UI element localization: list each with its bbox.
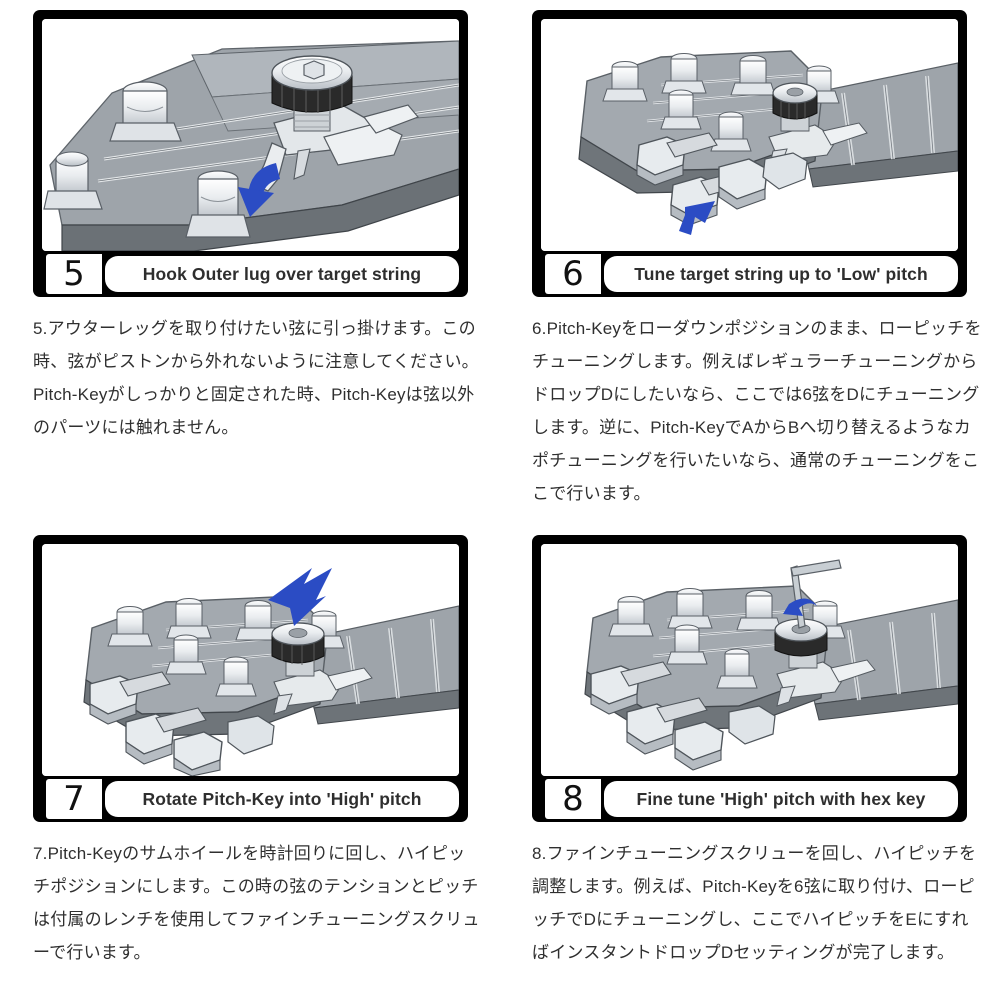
step-body-8: 8.ファインチューニングスクリューを回し、ハイピッチを調整します。例えば、Pit… — [532, 837, 984, 969]
tuner-post-left — [109, 81, 182, 142]
step-body-6: 6.Pitch-Keyをローダウンポジションのまま、ローピッチをチューニングしま… — [532, 312, 984, 510]
caption-bar-6: 6 Tune target string up to 'Low' pitch — [541, 251, 958, 297]
step-number-7: 7 — [46, 779, 102, 819]
illustration-7 — [42, 544, 459, 776]
pitch-key-device — [768, 82, 868, 170]
step-body-text-8: 8.ファインチューニングスクリューを回し、ハイピッチを調整します。例えば、Pit… — [532, 844, 977, 962]
blue-arrow-icon — [268, 568, 332, 626]
tuner-post-far-left — [43, 151, 103, 210]
step-caption-7: Rotate Pitch-Key into 'High' pitch — [105, 781, 459, 817]
illustration-8 — [541, 544, 958, 776]
figure-frame-8: 8 Fine tune 'High' pitch with hex key — [532, 535, 967, 822]
blue-arrow-icon — [679, 201, 715, 235]
figure-frame-6: 6 Tune target string up to 'Low' pitch — [532, 10, 967, 297]
panel-8: 8 Fine tune 'High' pitch with hex key 8.… — [500, 525, 1000, 1000]
headstock-rotate-illustration — [42, 544, 459, 776]
step-caption-8: Fine tune 'High' pitch with hex key — [604, 781, 958, 817]
caption-bar-7: 7 Rotate Pitch-Key into 'High' pitch — [42, 776, 459, 822]
step-number-6: 6 — [545, 254, 601, 294]
panel-5: 5 Hook Outer lug over target string 5.アウ… — [0, 0, 500, 525]
illustration-5 — [42, 19, 459, 251]
blue-arrow-icon — [238, 163, 280, 217]
step-number-5: 5 — [46, 254, 102, 294]
tuning-machine-buttons — [89, 671, 275, 776]
tuner-post-bottom — [185, 170, 251, 238]
caption-bar-5: 5 Hook Outer lug over target string — [42, 251, 459, 297]
pitch-key-device — [271, 622, 373, 715]
pitch-key-device — [774, 618, 876, 707]
step-body-5: 5.アウターレッグを取り付けたい弦に引っ掛けます。この時、弦がピストンから外れな… — [33, 312, 481, 444]
headstock-full-illustration — [541, 19, 958, 251]
step-body-text-7: 7.Pitch-Keyのサムホイールを時計回りに回し、ハイピッチポジションにしま… — [33, 844, 480, 962]
step-body-text-6: 6.Pitch-Keyをローダウンポジションのまま、ローピッチをチューニングしま… — [532, 319, 982, 503]
illustration-6 — [541, 19, 958, 251]
panel-7: 7 Rotate Pitch-Key into 'High' pitch 7.P… — [0, 525, 500, 1000]
blue-arrow-icon — [783, 598, 817, 616]
figure-frame-5: 5 Hook Outer lug over target string — [33, 10, 468, 297]
pitch-key-device — [253, 55, 419, 192]
panel-6: 6 Tune target string up to 'Low' pitch 6… — [500, 0, 1000, 525]
step-caption-5: Hook Outer lug over target string — [105, 256, 459, 292]
step-body-text-5: 5.アウターレッグを取り付けたい弦に引っ掛けます。この時、弦がピストンから外れな… — [33, 319, 479, 437]
headstock-hexkey-illustration — [541, 544, 958, 776]
headstock-closeup-illustration — [42, 19, 459, 251]
figure-frame-7: 7 Rotate Pitch-Key into 'High' pitch — [33, 535, 468, 822]
step-body-7: 7.Pitch-Keyのサムホイールを時計回りに回し、ハイピッチポジションにしま… — [33, 837, 481, 969]
tuning-machine-buttons — [590, 661, 776, 771]
step-caption-6: Tune target string up to 'Low' pitch — [604, 256, 958, 292]
step-number-8: 8 — [545, 779, 601, 819]
caption-bar-8: 8 Fine tune 'High' pitch with hex key — [541, 776, 958, 822]
hex-key-icon — [790, 559, 842, 629]
